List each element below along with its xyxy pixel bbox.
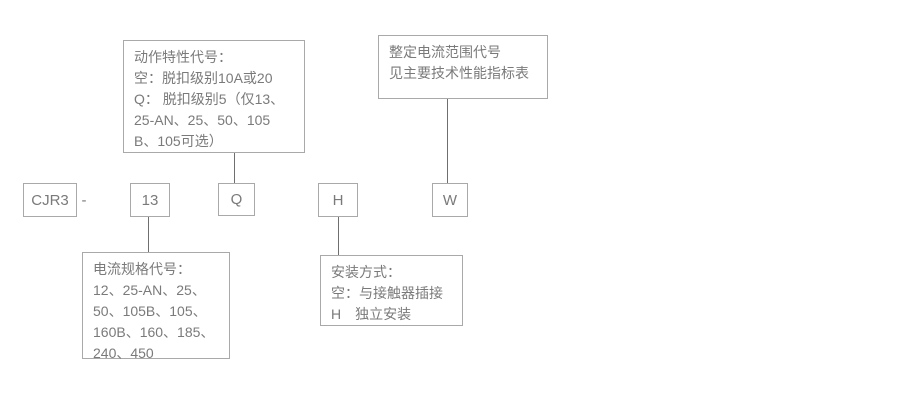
segment-box-mounting: H <box>318 183 358 217</box>
segment-separator-label: - <box>81 191 87 209</box>
callout-current-setting-range: 整定电流范围代号 见主要技术性能指标表 <box>378 35 548 99</box>
segment-separator: - <box>79 183 89 217</box>
segment-box-trip-class: Q <box>218 183 255 216</box>
callout-current-spec-line: 240、450 <box>93 345 154 361</box>
callout-current-spec-line: 12、25-AN、25、 <box>93 282 206 298</box>
callout-mounting-method: 安装方式： 空：与接触器插接 H 独立安装 <box>320 255 463 326</box>
segment-mounting-label: H <box>332 191 344 209</box>
segment-current-spec-label: 13 <box>141 191 159 209</box>
connector-h-to-mounting <box>338 217 339 255</box>
callout-trip-class-line: 动作特性代号： <box>134 49 232 65</box>
callout-current-spec-line: 50、105B、105、 <box>93 303 207 319</box>
callout-trip-class-line: Q： 脱扣级别5（仅13、 <box>134 91 285 107</box>
callout-trip-class-line: 空：脱扣级别10A或20 <box>134 70 273 86</box>
callout-current-setting-range-line: 整定电流范围代号 <box>389 44 501 60</box>
segment-box-current-spec: 13 <box>130 183 170 217</box>
callout-mounting-method-line: H 独立安装 <box>331 306 412 322</box>
connector-range-to-w <box>447 99 448 183</box>
callout-trip-class: 动作特性代号： 空：脱扣级别10A或20 Q： 脱扣级别5（仅13、 25-AN… <box>123 40 305 153</box>
callout-current-setting-range-line: 见主要技术性能指标表 <box>389 65 529 81</box>
callout-current-spec-line: 160B、160、185、 <box>93 324 215 340</box>
segment-box-range: W <box>432 183 468 217</box>
connector-trip-class-to-q <box>234 153 235 183</box>
segment-box-prefix: CJR3 <box>23 183 77 217</box>
segment-trip-class-label: Q <box>230 191 243 208</box>
callout-trip-class-line: 25-AN、25、50、105 <box>134 112 271 128</box>
callout-current-spec: 电流规格代号： 12、25-AN、25、 50、105B、105、 160B、1… <box>82 252 230 361</box>
callout-current-spec-line: 电流规格代号： <box>93 261 191 277</box>
callout-mounting-method-line: 空：与接触器插接 <box>331 285 443 301</box>
callout-trip-class-line: B、105可选） <box>134 133 223 149</box>
connector-13-to-current-spec <box>148 217 149 252</box>
segment-range-label: W <box>442 191 458 209</box>
callout-mounting-method-line: 安装方式： <box>331 264 401 280</box>
segment-prefix-label: CJR3 <box>31 191 69 209</box>
